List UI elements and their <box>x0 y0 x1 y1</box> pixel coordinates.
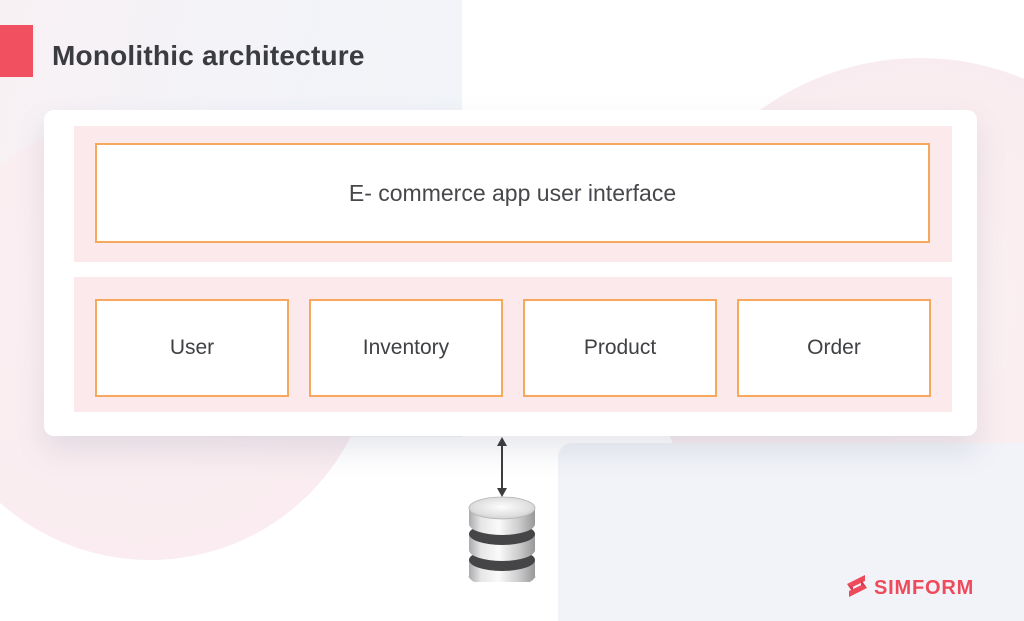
architecture-card: E- commerce app user interface User Inve… <box>44 110 977 436</box>
title-accent-square <box>0 25 33 77</box>
module-label: User <box>169 336 215 359</box>
double-arrow-icon <box>494 437 510 497</box>
modules-band: User Inventory Product Order <box>74 277 952 412</box>
module-box-product: Product <box>523 299 717 397</box>
database-icon <box>466 496 538 587</box>
module-label: Inventory <box>362 336 450 359</box>
module-box-user: User <box>95 299 289 397</box>
module-label: Product <box>583 336 657 359</box>
page-title: Monolithic architecture <box>52 40 365 71</box>
module-box-order: Order <box>737 299 931 397</box>
simform-logo-text: SIMFORM <box>874 576 975 599</box>
module-box-inventory: Inventory <box>309 299 503 397</box>
background-block-bottom-right <box>558 443 1024 621</box>
module-label: Order <box>807 336 861 359</box>
simform-logo: SIMFORM <box>844 573 974 603</box>
simform-logo-icon <box>844 572 870 605</box>
ui-interface-label: E- commerce app user interface <box>348 179 677 206</box>
ui-interface-box: E- commerce app user interface <box>95 143 930 243</box>
ui-layer-band: E- commerce app user interface <box>74 126 952 262</box>
